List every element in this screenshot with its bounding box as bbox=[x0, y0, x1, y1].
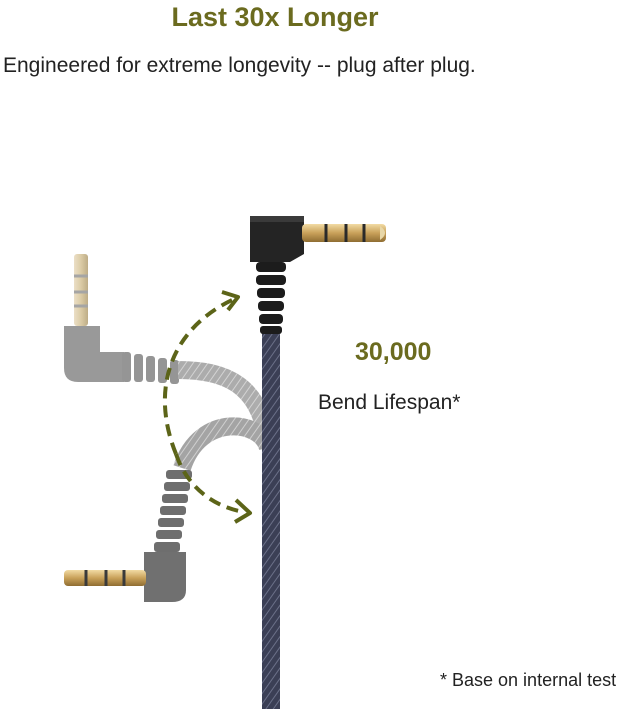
audio-cable-ghost-icon bbox=[64, 417, 277, 602]
audio-cable-ghost-icon bbox=[64, 254, 277, 450]
dashed-arrow-up-icon bbox=[162, 290, 240, 455]
audio-cable-right-angle-icon bbox=[250, 216, 386, 709]
headline: Last 30x Longer bbox=[171, 2, 379, 32]
bend-lifespan-label: Bend Lifespan* bbox=[318, 391, 461, 414]
subheadline: Engineered for extreme longevity -- plug… bbox=[3, 54, 476, 77]
bend-count-value: 30,000 bbox=[355, 338, 432, 366]
footnote: * Base on internal test bbox=[440, 670, 617, 690]
dashed-arrow-down-icon bbox=[174, 453, 252, 524]
